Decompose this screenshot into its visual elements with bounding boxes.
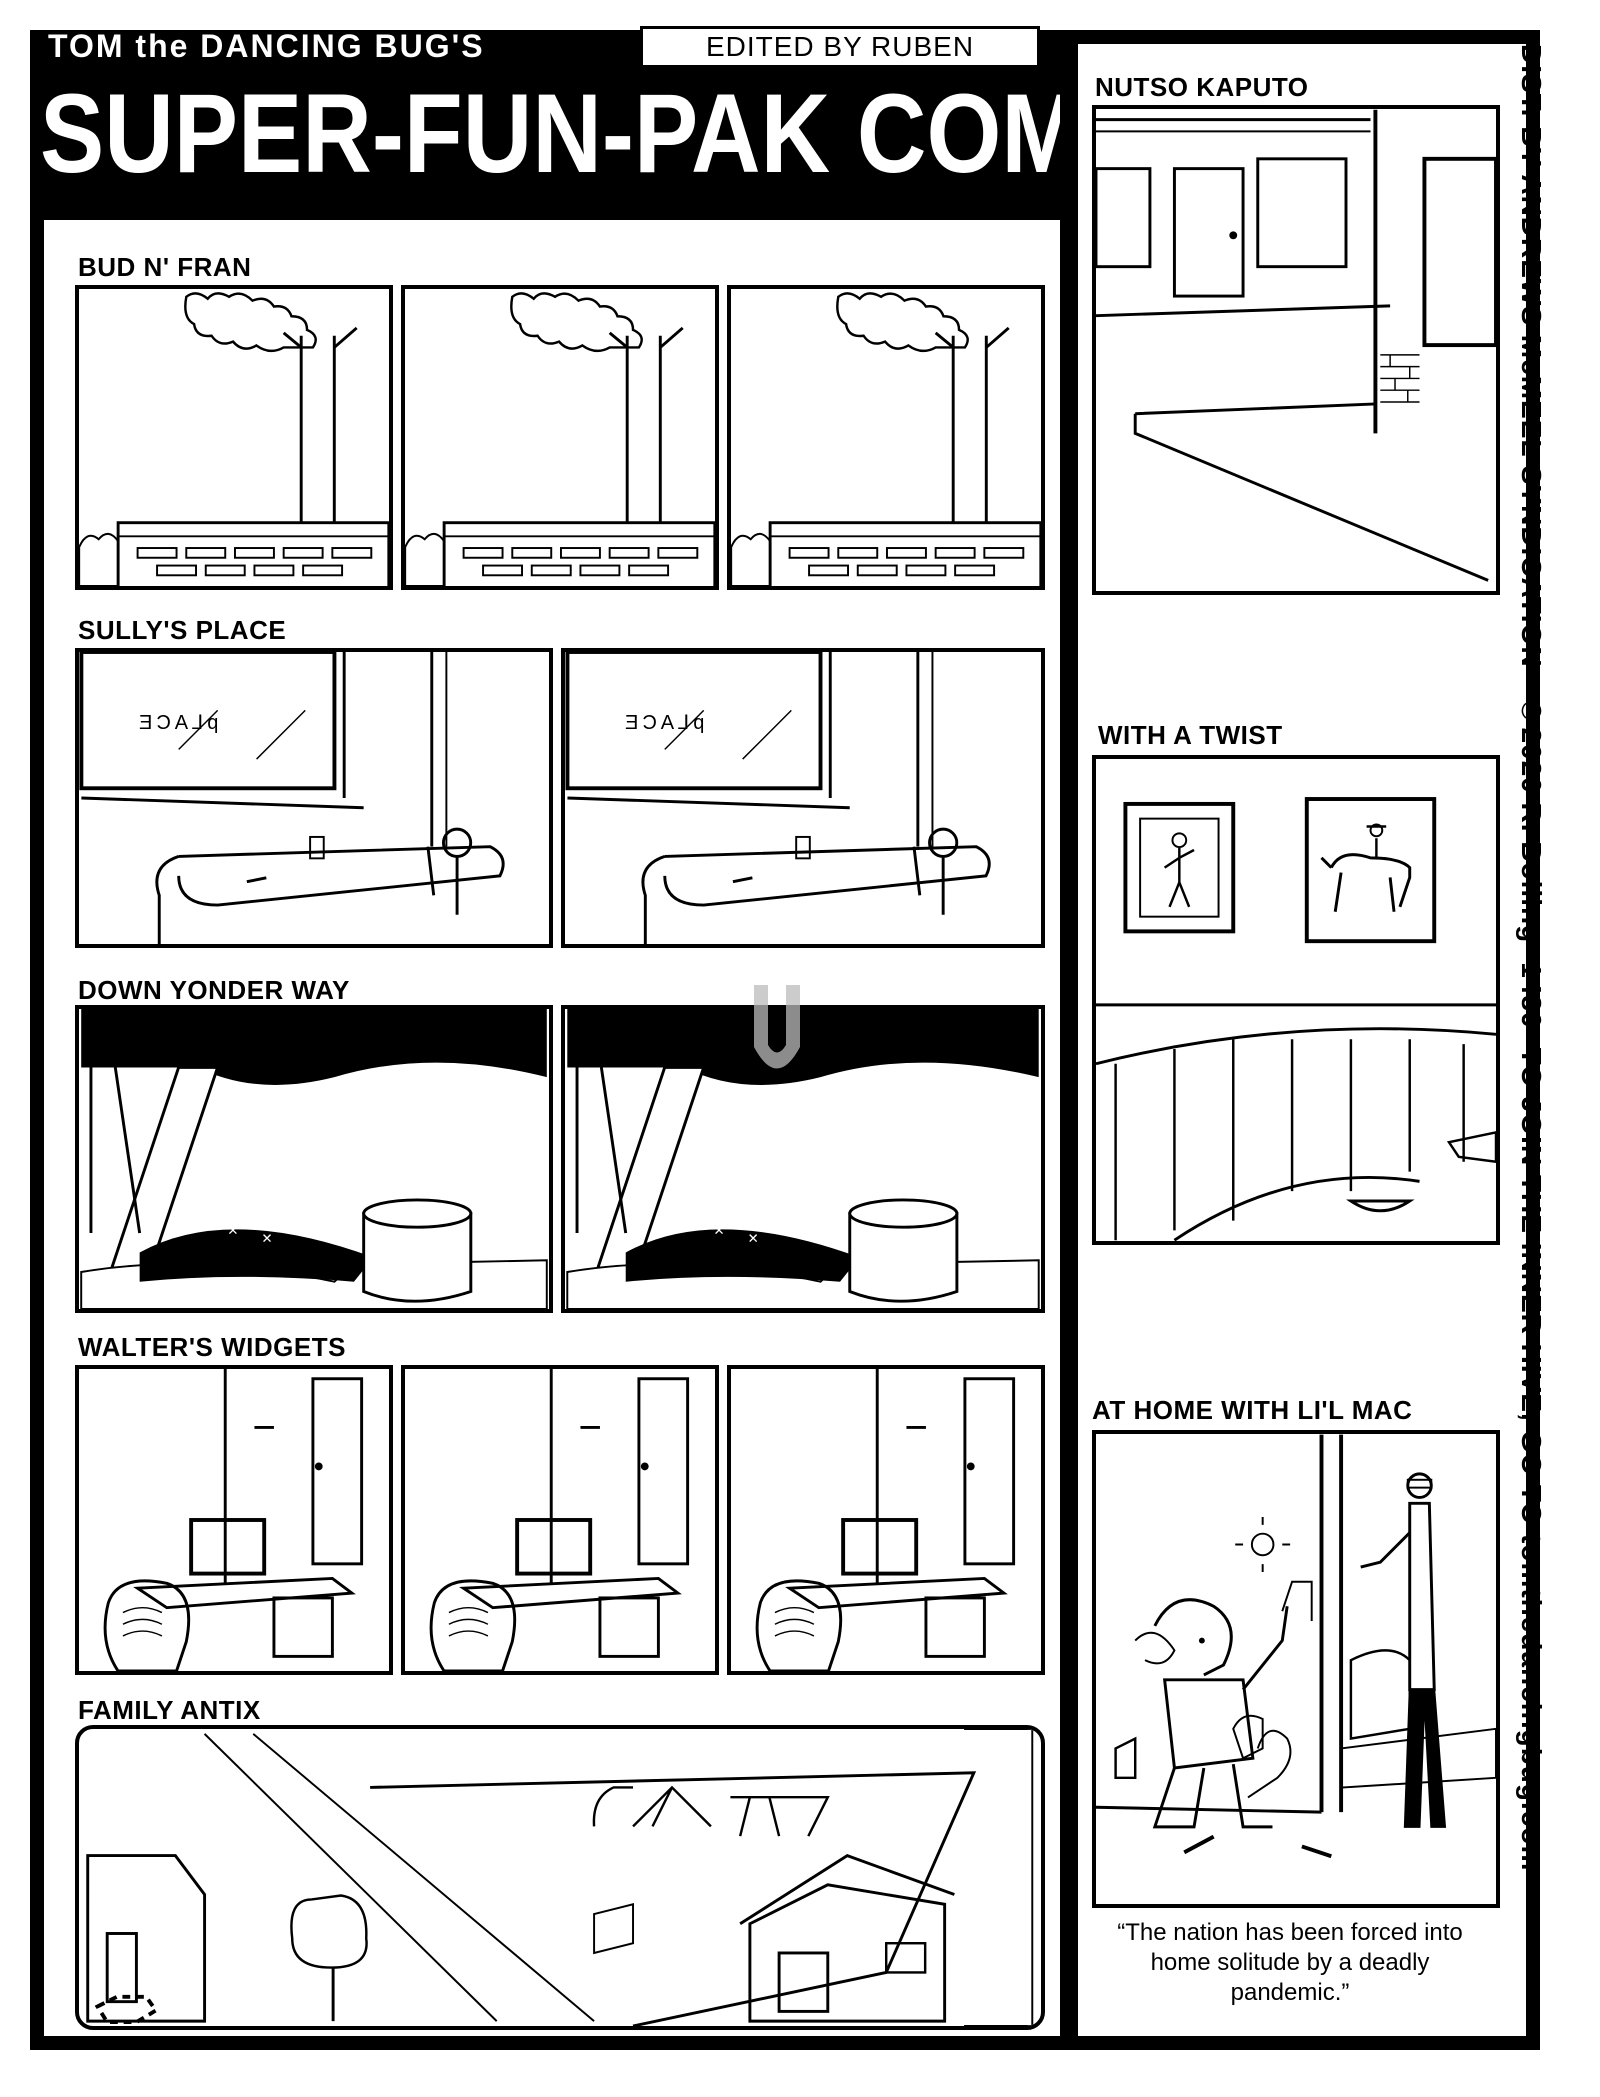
down-yonder-way-panel-2: ✕ ✕ <box>561 1005 1045 1313</box>
strip-title-nutso-kaputo: NUTSO KAPUTO <box>1095 72 1309 102</box>
masthead-title: SUPER-FUN-PAK COMIX <box>40 71 1173 196</box>
office-desk-illustration <box>755 1369 1016 1671</box>
masthead-subtitle: TOM the DANCING BUG'S <box>48 28 485 64</box>
strip-title-bud-n-fran: BUD N' FRAN <box>78 252 252 282</box>
column-divider <box>1060 30 1078 2050</box>
strip-title-walters-widgets: WALTER'S WIDGETS <box>78 1332 346 1362</box>
office-desk-illustration <box>103 1369 364 1671</box>
with-a-twist-panel <box>1092 755 1500 1245</box>
strip-title-at-home-with-lil-mac: AT HOME WITH LI'L MAC <box>1092 1395 1413 1425</box>
street-corner-illustration <box>1096 109 1496 582</box>
office-desk-illustration <box>429 1369 690 1671</box>
svg-text:✕: ✕ <box>747 1231 758 1246</box>
strip-title-sullys-place: SULLY'S PLACE <box>78 615 287 645</box>
strip-title-down-yonder-way: DOWN YONDER WAY <box>78 975 350 1005</box>
svg-text:✕: ✕ <box>713 1223 724 1238</box>
watermark-logo <box>754 985 800 1069</box>
nutso-kaputo-panel <box>1092 105 1500 595</box>
svg-text:✕: ✕ <box>227 1223 238 1238</box>
park-wall-tree-illustration <box>79 292 389 586</box>
child-drawing-on-wall-illustration <box>1096 1434 1496 1859</box>
strip-title-with-a-twist: WITH A TWIST <box>1098 720 1283 750</box>
side-credit: DIST. BY ANDREWS McMEEL SYNDICATION - ©2… <box>1516 44 1547 1872</box>
svg-text:✕: ✕ <box>261 1231 272 1246</box>
window-lettering: ƎƆA⅃q <box>139 712 223 734</box>
bar-interior-illustration <box>565 652 991 944</box>
bud-n-fran-panel-2 <box>401 285 719 590</box>
window-lettering: ƎƆA⅃q <box>625 712 709 734</box>
bud-n-fran-panel-3 <box>727 285 1045 590</box>
sullys-place-panel-2: ƎƆA⅃q <box>561 648 1045 948</box>
park-wall-tree-illustration <box>731 292 1041 586</box>
edited-by-label: EDITED BY RUBEN BOLLING <box>640 26 1040 98</box>
bar-interior-illustration <box>79 652 505 944</box>
gallery-wall-illustration <box>1096 797 1496 1241</box>
at-home-with-lil-mac-panel <box>1092 1430 1500 1908</box>
forest-stump-illustration: ✕ ✕ <box>566 1009 1040 1309</box>
park-wall-tree-illustration <box>405 292 715 586</box>
neighborhood-playground-illustration <box>86 1729 1034 2026</box>
down-yonder-way-panel-1: ✕ ✕ <box>75 1005 553 1313</box>
strip-title-family-antix: FAMILY ANTIX <box>78 1695 261 1725</box>
bud-n-fran-panel-1 <box>75 285 393 590</box>
walters-widgets-panel-3 <box>727 1365 1045 1675</box>
sullys-place-panel-1: ƎƆA⅃q <box>75 648 553 948</box>
family-antix-panel <box>75 1725 1045 2030</box>
walters-widgets-panel-2 <box>401 1365 719 1675</box>
walters-widgets-panel-1 <box>75 1365 393 1675</box>
forest-stump-illustration: ✕ ✕ <box>80 1009 548 1309</box>
lil-mac-caption: “The nation has been forced into home so… <box>1117 1919 1463 2006</box>
